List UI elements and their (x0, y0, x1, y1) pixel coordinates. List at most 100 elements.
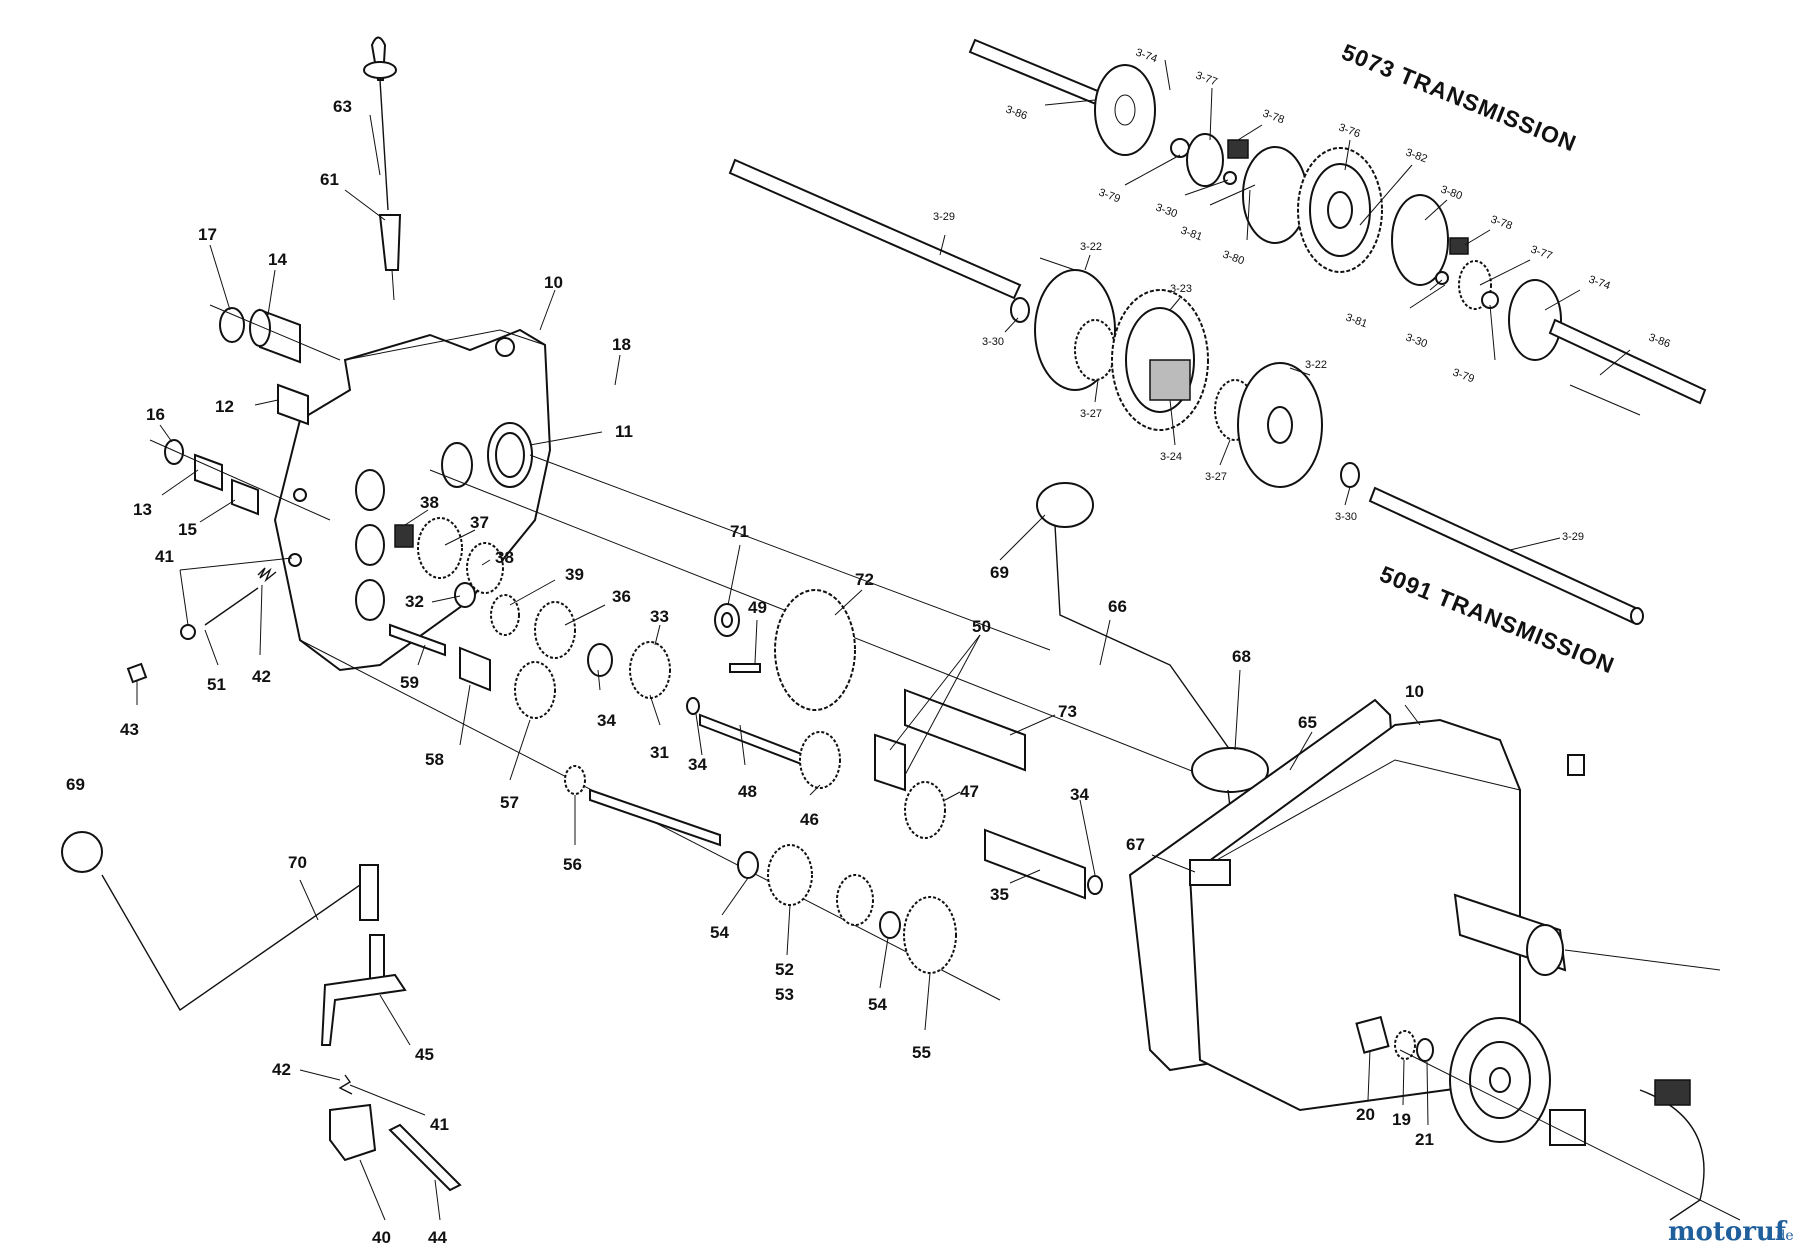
pin-49 (729, 663, 761, 673)
label-69: 69 (66, 775, 85, 794)
spacer-34a (587, 643, 613, 677)
label-66: 66 (1108, 597, 1127, 616)
title-5091: 5091 TRANSMISSION (1376, 561, 1618, 679)
axle-3-86-right (1548, 318, 1707, 405)
label-31: 31 (650, 743, 669, 762)
label-3-23: 3-23 (1170, 283, 1192, 295)
label-65: 65 (1298, 713, 1317, 732)
bearing-12 (277, 383, 309, 426)
hub-3-74-right (1508, 279, 1562, 361)
shifter-40 (329, 1103, 377, 1162)
washer-54b (879, 911, 901, 939)
ring-3-79-left (1170, 138, 1190, 158)
label-54: 54 (868, 995, 887, 1014)
label-3-78: 3-78 (1261, 108, 1286, 127)
gear-55 (903, 896, 957, 974)
gear-38b (466, 542, 504, 594)
shaft-73 (904, 688, 1026, 772)
axle-3-29-upper (728, 158, 1022, 300)
label-3-74: 3-74 (1134, 47, 1159, 66)
label-16: 16 (146, 405, 165, 424)
label-50: 50 (972, 617, 991, 636)
label-3-76: 3-76 (1337, 122, 1362, 141)
label-20: 20 (1356, 1105, 1375, 1124)
label-3-77: 3-77 (1194, 70, 1219, 89)
label-36: 36 (612, 587, 631, 606)
label-52: 52 (775, 960, 794, 979)
label-41: 41 (155, 547, 174, 566)
label-46: 46 (800, 810, 819, 829)
label-10: 10 (544, 273, 563, 292)
knob-69-lower (61, 831, 103, 873)
label-40: 40 (372, 1228, 391, 1247)
label-13: 13 (133, 500, 152, 519)
label-3-79: 3-79 (1451, 367, 1476, 386)
ring-34c (1087, 875, 1103, 895)
label-3-80: 3-80 (1439, 184, 1464, 203)
label-47: 47 (960, 782, 979, 801)
parts-upper-left (149, 36, 402, 521)
bearing-15 (231, 478, 259, 516)
bushing-58 (459, 646, 491, 692)
shaft-35 (984, 828, 1086, 900)
label-61: 61 (320, 170, 339, 189)
label-3-74: 3-74 (1587, 274, 1612, 293)
label-38: 38 (495, 548, 514, 567)
title-5073: 5073 TRANSMISSION (1338, 39, 1580, 157)
gear-53 (836, 874, 874, 926)
washer-16 (164, 439, 184, 465)
gear-72 (774, 589, 856, 711)
label-3-24: 3-24 (1160, 451, 1182, 463)
bearing-13 (194, 453, 223, 492)
ring-3-30-right (1340, 462, 1360, 488)
plug-43 (126, 662, 148, 684)
label-41: 41 (430, 1115, 449, 1134)
ring-3-30-left (1010, 297, 1030, 323)
label-59: 59 (400, 673, 419, 692)
label-3-30: 3-30 (1154, 202, 1179, 221)
label-3-22: 3-22 (1305, 359, 1327, 371)
label-42: 42 (252, 667, 271, 686)
gear-36 (534, 601, 576, 659)
label-3-27: 3-27 (1205, 471, 1227, 483)
label-70: 70 (288, 853, 307, 872)
label-3-86: 3-86 (1004, 104, 1029, 123)
label-3-27: 3-27 (1080, 408, 1102, 420)
label-55: 55 (912, 1043, 931, 1062)
label-51: 51 (207, 675, 226, 694)
label-34: 34 (597, 711, 616, 730)
carrier-3-80-left (1242, 146, 1308, 244)
label-39: 39 (565, 565, 584, 584)
label-37: 37 (470, 513, 489, 532)
label-14: 14 (268, 250, 287, 269)
label-3-77: 3-77 (1529, 244, 1554, 263)
ring-21 (1416, 1038, 1434, 1062)
label-63: 63 (333, 97, 352, 116)
label-18: 18 (612, 335, 631, 354)
gear-46 (799, 731, 841, 789)
ring-3-30-upper (1223, 171, 1237, 185)
label-3-78: 3-78 (1489, 214, 1514, 233)
label-3-30: 3-30 (1335, 511, 1357, 523)
gear-3-27-left (1074, 319, 1116, 381)
gear-33 (629, 641, 671, 699)
label-42: 42 (272, 1060, 291, 1079)
label-3-29: 3-29 (1562, 531, 1584, 543)
gear-3-77-left (1186, 133, 1224, 187)
washer-54a (737, 851, 759, 879)
label-15: 15 (178, 520, 197, 539)
label-48: 48 (738, 782, 757, 801)
cover-67 (1189, 859, 1231, 886)
label-45: 45 (415, 1045, 434, 1064)
ring-34b (686, 697, 700, 715)
tube-61 (378, 214, 402, 271)
label-3-22: 3-22 (1080, 241, 1102, 253)
gear-train (126, 517, 1103, 974)
case-right (1128, 698, 1741, 1221)
fork-45 (320, 973, 407, 1046)
spring-42-lower (338, 1074, 353, 1095)
hub-3-74-left (1094, 64, 1156, 156)
spring-42 (257, 567, 277, 583)
label-3-82: 3-82 (1404, 147, 1429, 166)
gear-39 (490, 594, 520, 636)
